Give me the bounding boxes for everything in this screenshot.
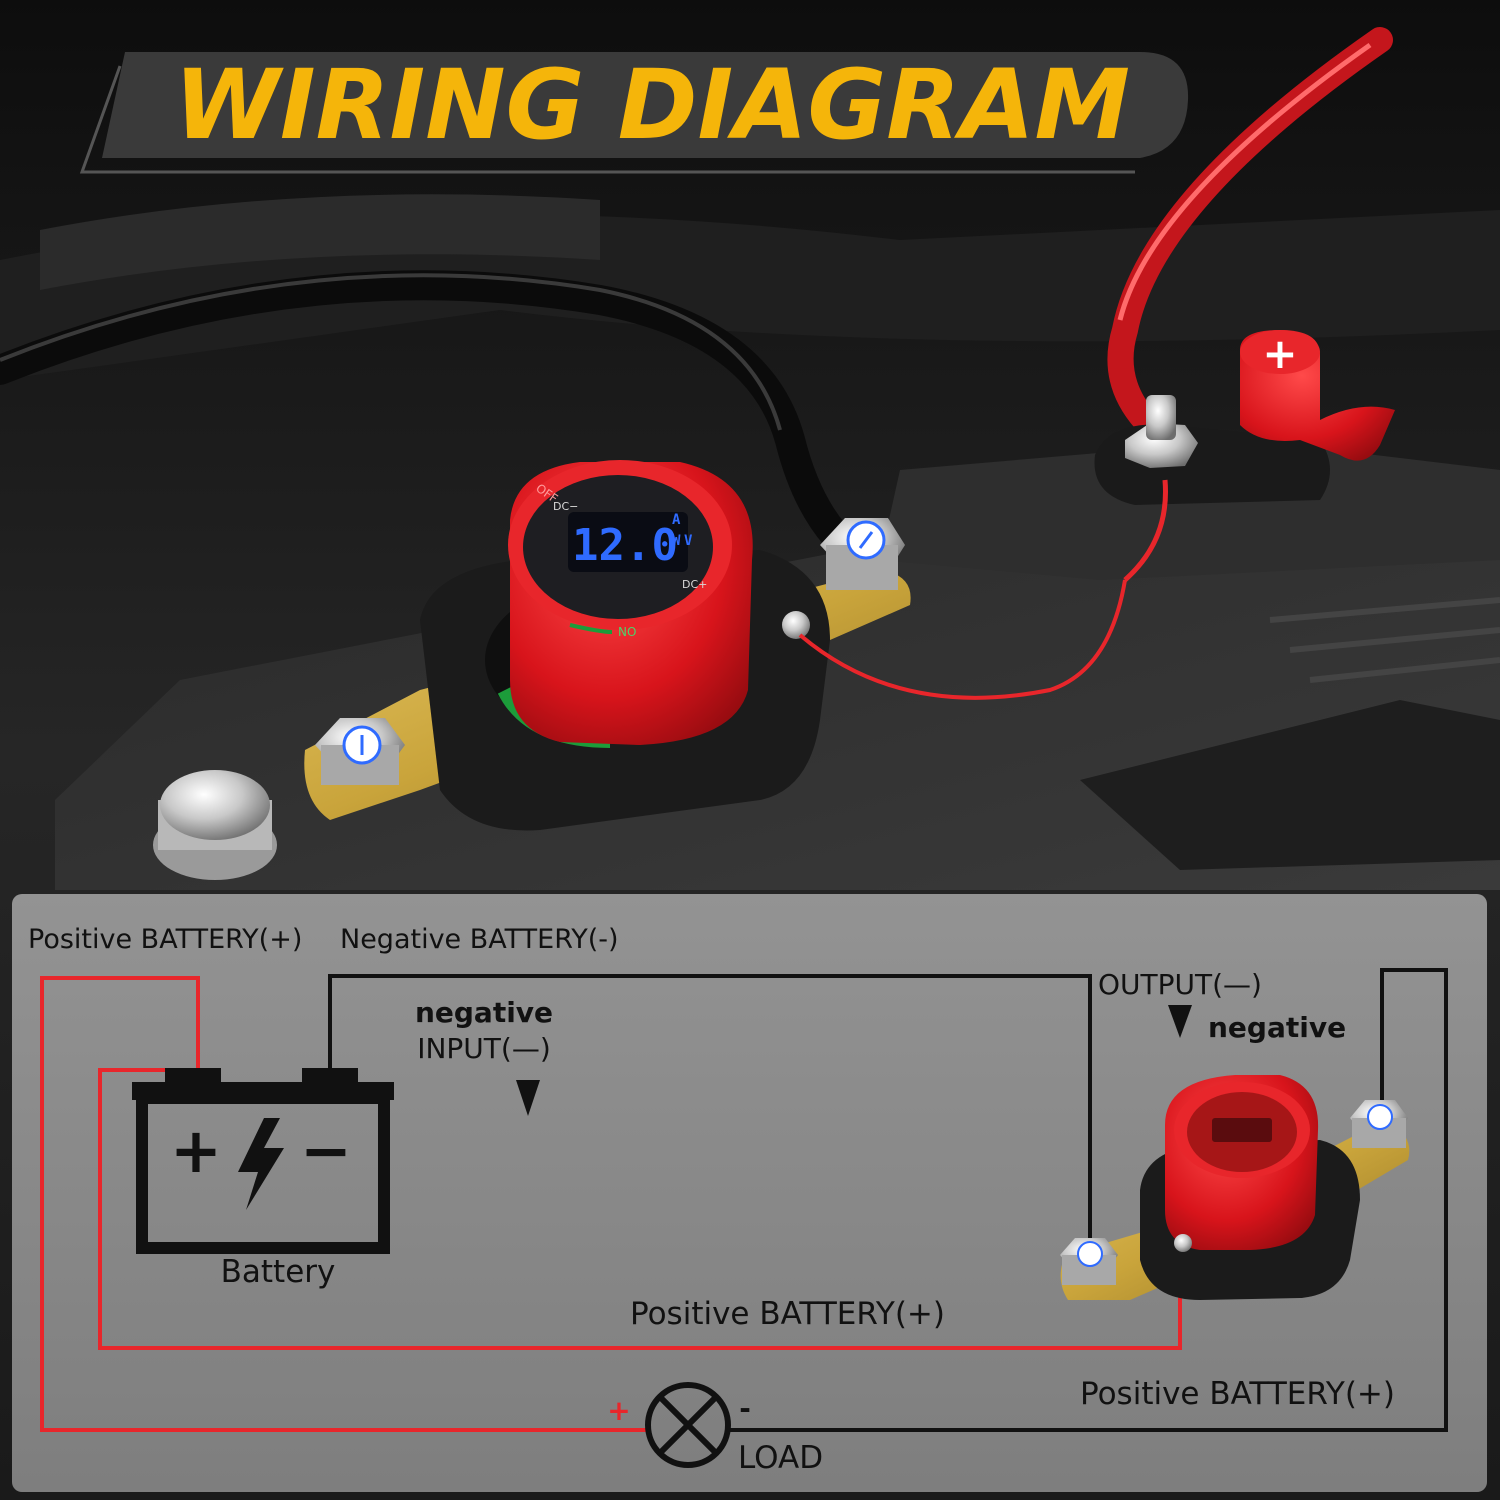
battery-icon: + − <box>132 1068 394 1254</box>
positive-terminal-stud <box>1146 395 1176 440</box>
black-cable-highlight <box>0 273 782 431</box>
label-battery: Battery <box>221 1254 336 1290</box>
battery-handle-recess <box>1080 700 1500 870</box>
load-cross-b <box>657 1394 719 1456</box>
label-positive-battery-middle: Positive BATTERY(+) <box>630 1296 945 1332</box>
battery-vents <box>1269 597 1500 683</box>
load-plus-label: + <box>607 1394 630 1427</box>
sense-wire <box>798 579 1127 700</box>
title-banner-shape <box>102 52 1189 158</box>
wire-negative-output-to-load <box>728 968 1448 1432</box>
label-output-negative: negative <box>1208 1011 1346 1044</box>
schematic-display-screen <box>1212 1118 1272 1142</box>
battery-plus-icon: + <box>170 1114 222 1187</box>
title-banner: WIRING DIAGRAM <box>79 49 1189 174</box>
output-arrow-icon <box>1168 1005 1192 1038</box>
schematic-wires <box>40 968 1448 1432</box>
battery-top-rear <box>880 440 1500 580</box>
positive-terminal-nut <box>1125 423 1198 468</box>
schematic-input-nut-cap <box>1077 1241 1103 1267</box>
input-arrow-icon <box>516 1080 540 1116</box>
title-banner-outline <box>79 65 1135 174</box>
schematic-output-nut-cap <box>1367 1104 1393 1130</box>
battery-body <box>136 1092 390 1254</box>
label-negative-battery: Negative BATTERY(-) <box>340 924 619 955</box>
battery-minus-icon: − <box>300 1114 352 1187</box>
switch-terminal-input <box>315 718 405 785</box>
wire-positive-to-load <box>40 976 648 1432</box>
knob-on-arc <box>569 623 613 634</box>
schematic-switch <box>1060 1075 1410 1300</box>
positive-terminal <box>1094 395 1330 582</box>
red-cable-highlight <box>1117 42 1372 321</box>
display-dc-plus: DC+ <box>682 578 707 591</box>
title: WIRING DIAGRAM <box>174 49 1130 161</box>
display-reading: 12.0 <box>572 520 678 571</box>
diagram-panel <box>12 894 1487 1492</box>
load-icon: + - <box>607 1382 751 1468</box>
switch-terminal-output <box>820 518 905 590</box>
wire-positive-to-switch <box>98 1068 1182 1350</box>
engine-bay-ridge <box>40 194 600 290</box>
load-circle <box>645 1382 731 1468</box>
black-cable <box>0 270 850 550</box>
negative-post-top <box>160 770 270 840</box>
cap-plus-icon: + <box>1262 329 1297 378</box>
load-minus-label: - <box>739 1392 751 1425</box>
battery-positive-terminal <box>165 1068 221 1084</box>
label-positive-battery-bottom: Positive BATTERY(+) <box>1080 1376 1395 1412</box>
display-unit-w: W <box>672 533 681 549</box>
output-nut-minus-mark <box>858 531 874 549</box>
schematic-sense-terminal <box>1174 1234 1192 1252</box>
cap-top <box>1240 330 1320 374</box>
display-unit-a: A <box>672 512 681 528</box>
label-negative-input-line2: INPUT(—) <box>417 1032 551 1065</box>
display-screen <box>568 512 688 572</box>
negative-battery-post <box>153 770 277 880</box>
label-output: OUTPUT(—) <box>1098 968 1262 1001</box>
label-negative-input-line1: negative <box>415 996 553 1029</box>
label-load: LOAD <box>738 1440 823 1476</box>
display-dc-minus: DC− <box>553 500 578 513</box>
wire-negative-input <box>328 974 1092 1250</box>
sense-terminal <box>782 579 1127 700</box>
display-unit-v: V <box>684 533 693 549</box>
positive-terminal-cap: + <box>1240 329 1395 461</box>
sense-terminal-nut <box>782 611 810 639</box>
lightning-bolt-icon <box>238 1118 284 1210</box>
sense-wire-top <box>1123 479 1168 582</box>
battery-switch-photo: 12.0 A W V DC− DC+ OFF NO <box>420 460 830 831</box>
label-positive-battery-top: Positive BATTERY(+) <box>28 924 302 955</box>
battery-negative-terminal <box>302 1068 358 1084</box>
knob-on-label: NO <box>618 625 636 639</box>
